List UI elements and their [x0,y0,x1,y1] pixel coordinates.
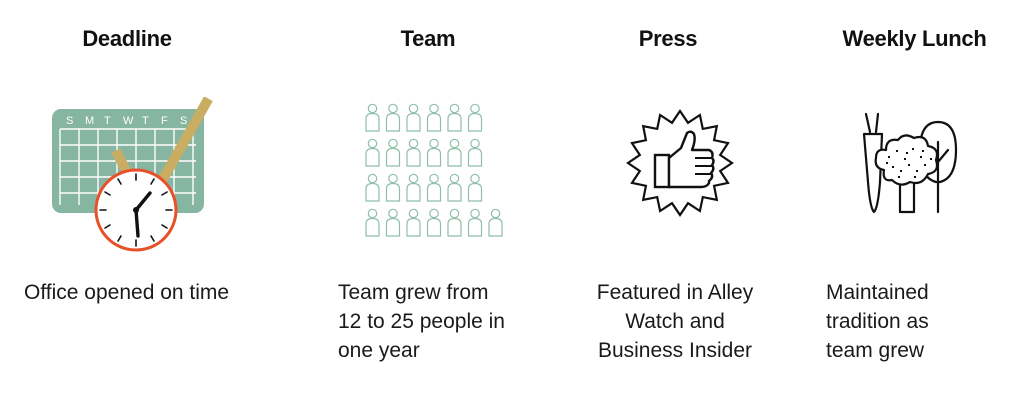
person-figure [426,208,442,237]
caption-line: Watch and [625,310,725,333]
person-figure [385,138,401,167]
person-figure [365,173,380,202]
calendar-day-label: S [66,115,73,127]
broccoli-speckle [886,162,888,164]
caption-line: Featured in Alley [596,281,754,304]
caption-line: Maintained [826,281,929,304]
person-figure [467,208,483,237]
thumbs-up-badge-icon [626,109,734,217]
caption-line: tradition as [826,310,929,333]
person-figure [426,138,442,167]
person-figure [385,103,401,132]
caption-line: Business Insider [597,339,753,362]
person-figure [467,138,483,167]
person-figure [385,208,401,237]
person-figure [406,138,421,167]
caption-line: Team grew from [338,281,489,304]
press-heading: Press [638,26,698,51]
press-caption: Featured in Alley Watch and Business Ins… [575,278,775,365]
person-figure [467,103,483,132]
person-figure [447,173,462,202]
broccoli-speckle [924,164,926,166]
team-people-icon [365,103,503,237]
weekly-lunch-heading: Weekly Lunch [842,26,987,51]
person-figure [406,173,421,202]
deadline-heading: Deadline [82,26,172,51]
person-figure [447,208,462,237]
person-figure [426,103,442,132]
caption-line: Office opened on time [24,281,230,304]
broccoli-speckle [896,150,898,152]
team-column: Team Team grew from 12 to 25 people in o… [330,0,530,408]
broccoli-speckle [888,156,890,158]
weekly-lunch-caption: Maintained tradition as team grew [826,278,1016,365]
caption-line: 12 to 25 people in [338,310,505,333]
person-figure [488,208,503,237]
broccoli-speckle [906,152,908,154]
broccoli-speckle [904,158,906,160]
calendar-day-label: W [123,115,134,127]
broccoli-speckle [898,176,900,178]
broccoli-speckle [930,158,932,160]
calendar-day-label: T [142,115,149,127]
broccoli-speckle [914,176,916,178]
person-figure [426,173,442,202]
calendar-day-label: M [85,115,94,127]
calendar-day-label: T [104,115,111,127]
caption-line: one year [338,339,420,362]
broccoli-speckle [920,156,922,158]
team-heading: Team [400,26,456,51]
person-figure [365,103,380,132]
deadline-caption: Office opened on time [24,278,264,307]
calendar-day-label: S [180,115,187,127]
broccoli-speckle [900,170,902,172]
broccoli-speckle [892,166,894,168]
weekly-lunch-column: Weekly Lunch Maintained tradition as tea… [820,0,1015,408]
person-figure [447,103,462,132]
broccoli-speckle [922,150,924,152]
broccoli-speckle [916,170,918,172]
person-figure [447,138,462,167]
person-figure [406,103,421,132]
person-figure [406,208,421,237]
person-figure [365,208,380,237]
person-figure [467,173,483,202]
press-column: Press Featured in Alley Watch and Busine… [575,0,775,408]
person-figure [365,138,380,167]
broccoli-speckle [912,148,914,150]
vegetables-icon [862,112,958,214]
person-figure [385,173,401,202]
caption-line: team grew [826,339,925,362]
team-caption: Team grew from 12 to 25 people in one ye… [338,278,538,365]
calendar-day-label: F [161,115,168,127]
broccoli-speckle [908,164,910,166]
